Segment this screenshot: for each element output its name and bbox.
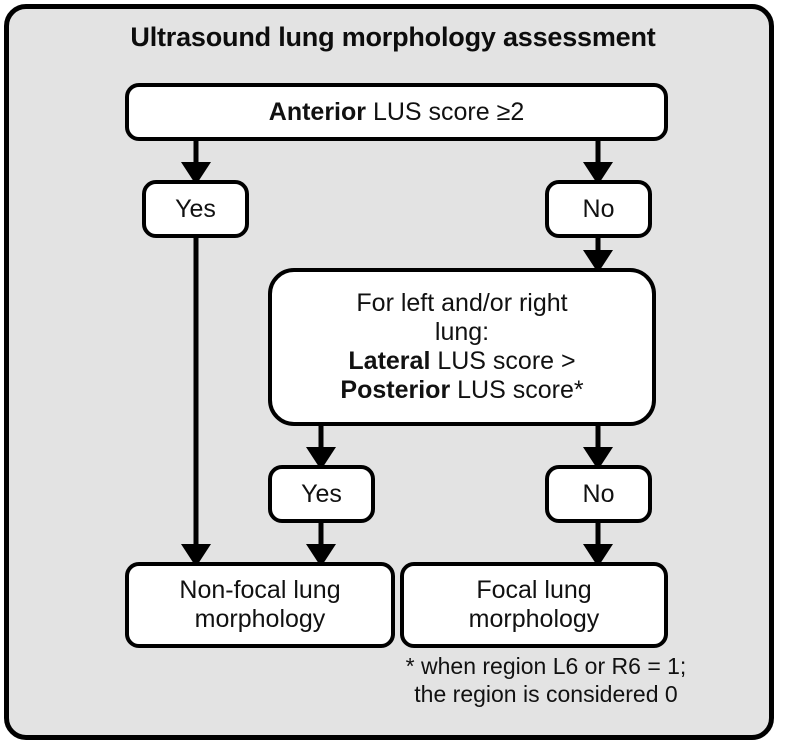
node-yes-anterior-label: Yes: [175, 194, 216, 223]
node-no-lateral[interactable]: No: [545, 465, 652, 523]
node-lateral-label: For left and/or right lung: Lateral LUS …: [340, 289, 583, 405]
diagram-title: Ultrasound lung morphology assessment: [130, 22, 656, 52]
footnote-line-2: the region is considered 0: [414, 681, 678, 708]
node-anterior-label: Anterior LUS score ≥2: [269, 98, 524, 127]
node-no-lateral-label: No: [582, 479, 615, 508]
node-focal-line-2: morphology: [468, 605, 600, 633]
node-anterior-lus-score[interactable]: Anterior LUS score ≥2: [125, 83, 668, 141]
footnote-line-1: * when region L6 or R6 = 1;: [405, 653, 687, 679]
node-no-anterior[interactable]: No: [545, 180, 652, 238]
node-lateral-line-4-bold: Posterior: [340, 376, 451, 404]
node-non-focal-label: Non-focal lung morphology: [179, 576, 340, 634]
node-focal-lung-morphology[interactable]: Focal lung morphology: [400, 562, 668, 648]
node-non-focal-line-1: Non-focal lung: [179, 576, 341, 604]
node-lateral-line-3-bold: Lateral: [348, 347, 431, 375]
node-lateral-line-3-rest: LUS score >: [430, 347, 576, 375]
node-anterior-label-bold: Anterior: [268, 97, 366, 126]
node-no-anterior-label: No: [582, 194, 615, 223]
node-lateral-vs-posterior[interactable]: For left and/or right lung: Lateral LUS …: [268, 268, 656, 426]
node-non-focal-lung-morphology[interactable]: Non-focal lung morphology: [125, 562, 395, 648]
node-lateral-line-3: Lateral LUS score >: [340, 347, 583, 376]
node-lateral-line-2: lung:: [434, 318, 490, 346]
node-lateral-line-4: Posterior LUS score*: [340, 376, 583, 405]
node-lateral-line-1: For left and/or right: [356, 289, 568, 317]
node-yes-lateral[interactable]: Yes: [268, 465, 375, 523]
node-non-focal-line-2: morphology: [194, 605, 326, 633]
footnote: * when region L6 or R6 = 1; the region i…: [396, 652, 696, 708]
node-lateral-line-4-rest: LUS score*: [450, 376, 584, 404]
node-focal-label: Focal lung morphology: [469, 576, 600, 634]
node-yes-lateral-label: Yes: [301, 479, 342, 508]
node-yes-anterior[interactable]: Yes: [142, 180, 249, 238]
node-focal-line-1: Focal lung: [476, 576, 592, 604]
node-anterior-label-rest: LUS score ≥2: [366, 97, 525, 126]
